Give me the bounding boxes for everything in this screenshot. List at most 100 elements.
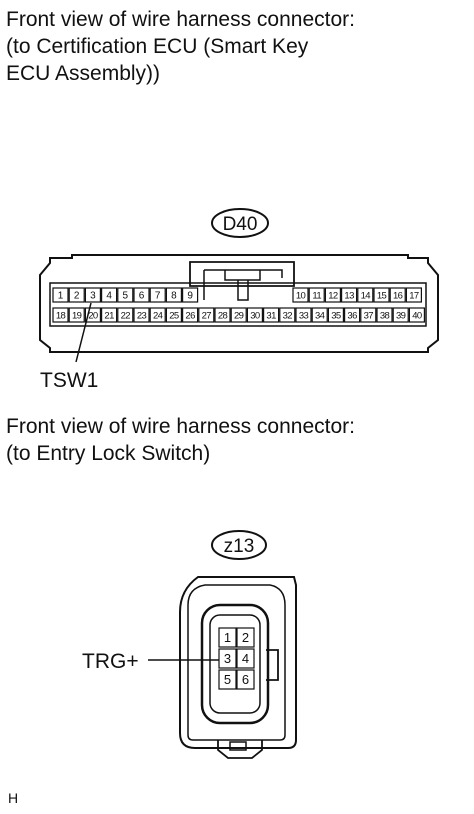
pin-35: 35 bbox=[327, 307, 344, 323]
pin-number: 5 bbox=[224, 672, 231, 687]
pin-cell bbox=[52, 307, 69, 323]
pin-15: 15 bbox=[373, 287, 390, 303]
pin-number: 13 bbox=[344, 290, 354, 301]
pin-number: 8 bbox=[171, 291, 177, 302]
connector-z13-caption: Front view of wire harness connector: (t… bbox=[6, 415, 355, 465]
pin-cell bbox=[344, 307, 361, 323]
pin-number: 35 bbox=[331, 310, 341, 321]
pin-number: 36 bbox=[347, 310, 357, 321]
pin-cell bbox=[218, 669, 237, 690]
pin-8: 8 bbox=[165, 287, 182, 303]
pin-22: 22 bbox=[117, 307, 134, 323]
pin-cell bbox=[218, 627, 237, 648]
pin-cell bbox=[182, 287, 199, 303]
pin-number: 25 bbox=[169, 310, 179, 321]
pin-10: 10 bbox=[292, 287, 309, 303]
connector-z13-bottom-tab bbox=[217, 740, 263, 759]
pin-cell bbox=[84, 287, 102, 303]
pin-6: 6 bbox=[236, 669, 255, 690]
pin-12: 12 bbox=[324, 287, 341, 303]
pin-cell bbox=[408, 307, 425, 323]
trg-label: TRG+ bbox=[82, 650, 139, 673]
pin-cell bbox=[52, 287, 69, 303]
connector-d40 bbox=[39, 208, 439, 353]
pin-cell bbox=[117, 307, 134, 323]
pin-number: 5 bbox=[123, 291, 129, 302]
pin-cell bbox=[311, 307, 328, 323]
pin-cell bbox=[389, 287, 406, 303]
pin-cell bbox=[214, 307, 231, 323]
pin-2: 2 bbox=[236, 627, 255, 648]
figure-id: H bbox=[8, 790, 19, 806]
pin-1: 1 bbox=[52, 287, 69, 303]
connector-d40-latch-detail bbox=[203, 269, 283, 301]
connector-z13 bbox=[179, 530, 297, 759]
pin-number: 1 bbox=[58, 291, 64, 302]
pin-cell bbox=[324, 287, 341, 303]
pin-40: 40 bbox=[408, 307, 425, 323]
pin-13: 13 bbox=[341, 287, 358, 303]
pin-cell bbox=[133, 287, 150, 303]
pin-number: 10 bbox=[296, 290, 306, 301]
pin-cell bbox=[357, 287, 374, 303]
pin-number: 18 bbox=[56, 310, 66, 321]
pin-number: 22 bbox=[121, 310, 131, 321]
pin-cell bbox=[149, 307, 166, 323]
connector-z13-housing bbox=[179, 576, 297, 749]
pin-number: 3 bbox=[90, 291, 96, 302]
pin-number: 19 bbox=[72, 310, 82, 321]
connector-d40-code: D40 bbox=[223, 214, 258, 235]
pin-cell bbox=[68, 307, 85, 323]
pin-cell bbox=[100, 287, 118, 303]
pin-14: 14 bbox=[357, 287, 374, 303]
pin-number: 34 bbox=[315, 310, 325, 321]
pin-cell bbox=[236, 648, 255, 669]
pin-cell bbox=[263, 307, 280, 323]
pin-cell bbox=[341, 287, 358, 303]
pin-24: 24 bbox=[149, 307, 166, 323]
pin-cell bbox=[68, 287, 85, 303]
pin-34: 34 bbox=[311, 307, 328, 323]
pin-16: 16 bbox=[389, 287, 406, 303]
pin-36: 36 bbox=[344, 307, 361, 323]
pin-number: 15 bbox=[377, 290, 387, 301]
pin-number: 23 bbox=[137, 310, 147, 321]
pin-39: 39 bbox=[392, 307, 409, 323]
pin-number: 20 bbox=[88, 310, 98, 321]
pin-28: 28 bbox=[214, 307, 231, 323]
pin-29: 29 bbox=[230, 307, 247, 323]
pin-31: 31 bbox=[263, 307, 280, 323]
pin-number: 4 bbox=[242, 651, 249, 666]
pin-26: 26 bbox=[182, 307, 199, 323]
connector-d40-housing bbox=[39, 254, 439, 353]
pin-number: 11 bbox=[312, 290, 321, 301]
pin-cell bbox=[392, 307, 409, 323]
pin-4: 4 bbox=[236, 648, 255, 669]
pin-number: 30 bbox=[250, 310, 260, 321]
pin-cell bbox=[218, 648, 237, 669]
pin-number: 17 bbox=[409, 290, 419, 301]
pin-cell bbox=[292, 287, 309, 303]
pin-number: 29 bbox=[234, 310, 244, 321]
pin-38: 38 bbox=[376, 307, 393, 323]
pin-number: 9 bbox=[187, 291, 193, 302]
pin-number: 21 bbox=[104, 310, 114, 321]
pin-cell bbox=[308, 287, 325, 303]
pin-21: 21 bbox=[100, 307, 118, 323]
pin-cell bbox=[182, 307, 199, 323]
pin-30: 30 bbox=[246, 307, 263, 323]
pin-cell bbox=[149, 287, 166, 303]
pin-11: 11 bbox=[308, 287, 325, 303]
pin-2: 2 bbox=[68, 287, 85, 303]
pin-3: 3 bbox=[218, 648, 237, 669]
pin-cell bbox=[327, 307, 344, 323]
pin-3: 3 bbox=[84, 287, 102, 303]
pin-37: 37 bbox=[360, 307, 377, 323]
connector-z13-tab-slot bbox=[229, 741, 247, 751]
pin-cell bbox=[405, 287, 422, 303]
pin-number: 2 bbox=[242, 630, 249, 645]
pin-25: 25 bbox=[165, 307, 182, 323]
pin-17: 17 bbox=[405, 287, 422, 303]
